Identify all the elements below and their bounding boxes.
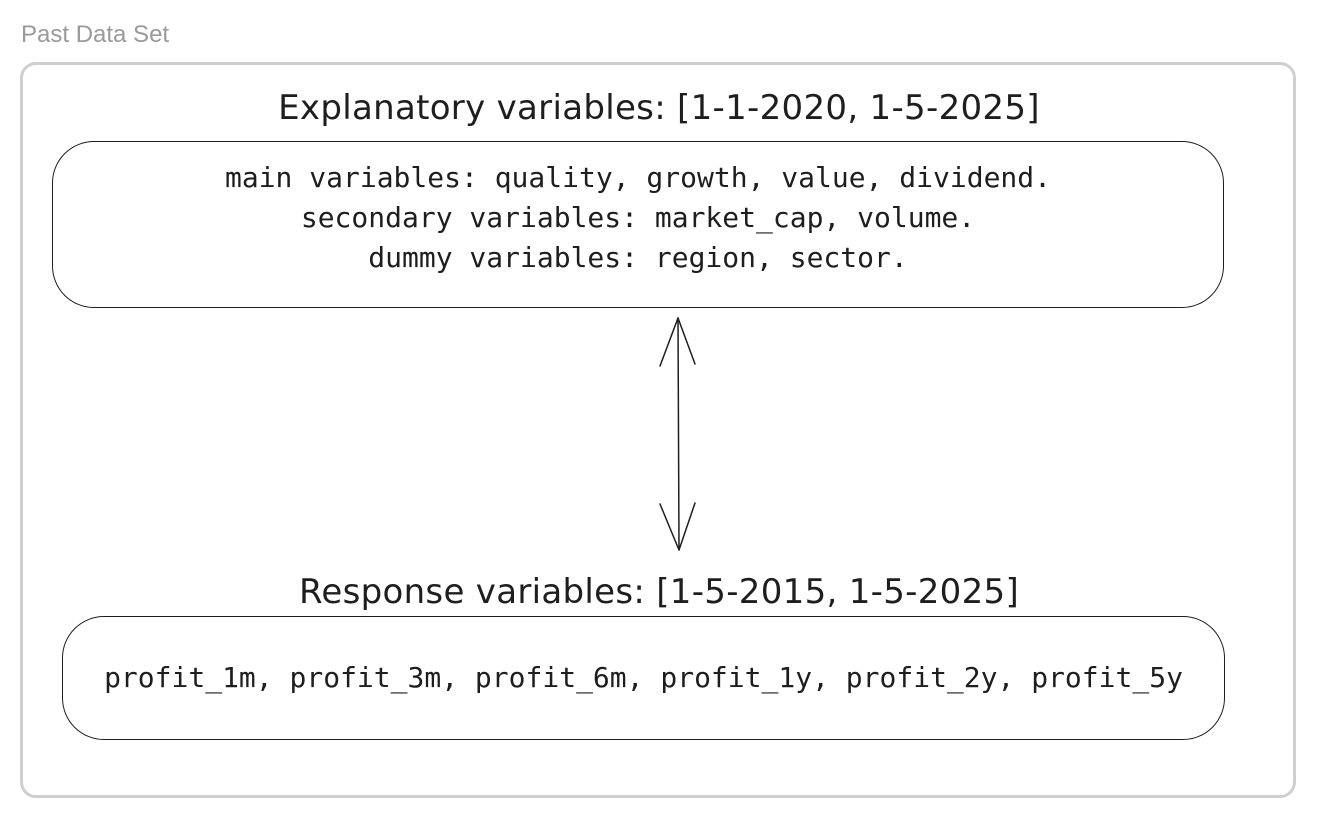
frame-label: Past Data Set	[21, 21, 170, 48]
dummy-variables-line: dummy variables: region, sector.	[368, 240, 908, 274]
main-variables-line: main variables: quality, growth, value, …	[224, 160, 1051, 194]
arrow-head-up	[659, 317, 696, 367]
response-variables-box[interactable]: profit_1m, profit_3m, profit_6m, profit_…	[62, 616, 1225, 740]
explanatory-heading: Explanatory variables: [1-1-2020, 1-5-20…	[278, 88, 1040, 128]
double-arrow-connector[interactable]	[650, 310, 710, 560]
response-heading: Response variables: [1-5-2015, 1-5-2025]	[298, 572, 1020, 612]
arrow-head-down	[659, 502, 696, 551]
secondary-variables-line: secondary variables: market_cap, volume.	[300, 200, 976, 234]
past-data-set-frame	[20, 62, 1296, 798]
arrow-shaft	[677, 317, 680, 551]
response-variables-line: profit_1m, profit_3m, profit_6m, profit_…	[104, 661, 1183, 694]
explanatory-variables-box[interactable]: main variables: quality, growth, value, …	[52, 141, 1224, 308]
